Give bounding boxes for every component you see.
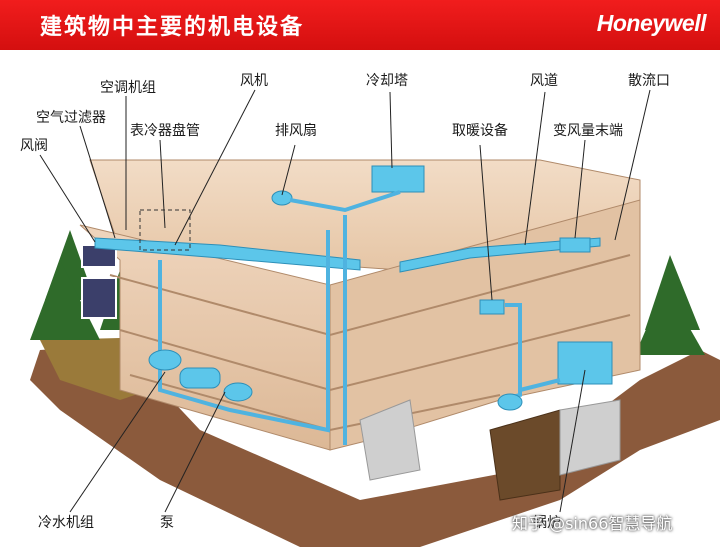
- building-diagram: [30, 89, 720, 547]
- stone-wall-right: [559, 399, 621, 476]
- watermark: 知乎 @sin66智慧导航: [512, 514, 673, 533]
- heating-unit: [479, 299, 505, 315]
- label-air-duct: 风道: [530, 73, 558, 89]
- chiller-equipment: [148, 349, 253, 402]
- label-fan: 风机: [240, 73, 268, 89]
- stone-foundation: [359, 399, 421, 481]
- header-bar: 建筑物中主要的机电设备 Honeywell: [0, 0, 720, 50]
- supply-duct-main: [94, 237, 601, 273]
- exhaust-fan-unit: [271, 190, 293, 206]
- air-handling-unit-box: [139, 209, 191, 251]
- label-vav-terminal: 变风量末端: [553, 123, 623, 139]
- tree-right: [635, 255, 705, 355]
- brand-logo: Honeywell: [596, 10, 707, 36]
- label-pump: 泵: [160, 515, 174, 531]
- building-windows: [81, 244, 117, 319]
- label-exhaust-fan: 排风扇: [275, 123, 317, 139]
- vav-terminal-unit: [559, 237, 591, 253]
- label-cooling-tower: 冷却塔: [366, 73, 408, 89]
- cooling-tower-unit: [371, 165, 425, 193]
- page-title: 建筑物中主要的机电设备: [40, 15, 305, 40]
- label-air-filter: 空气过滤器: [36, 110, 106, 126]
- boiler-unit: [557, 341, 613, 385]
- label-damper: 风阀: [20, 138, 48, 154]
- ground: [30, 345, 720, 547]
- label-boiler: 锅炉: [533, 515, 561, 531]
- label-air-handling-unit: 空调机组: [100, 80, 156, 96]
- label-chiller: 冷水机组: [38, 515, 94, 531]
- label-surface-cooler-coil: 表冷器盘管: [130, 123, 200, 139]
- leader-lines: [39, 89, 651, 513]
- label-heating-equipment: 取暖设备: [452, 123, 508, 139]
- label-diffuser: 散流口: [628, 73, 670, 89]
- pump-equipment: [497, 393, 523, 411]
- chilled-water-pipes: [158, 190, 561, 445]
- basement-door: [489, 409, 561, 501]
